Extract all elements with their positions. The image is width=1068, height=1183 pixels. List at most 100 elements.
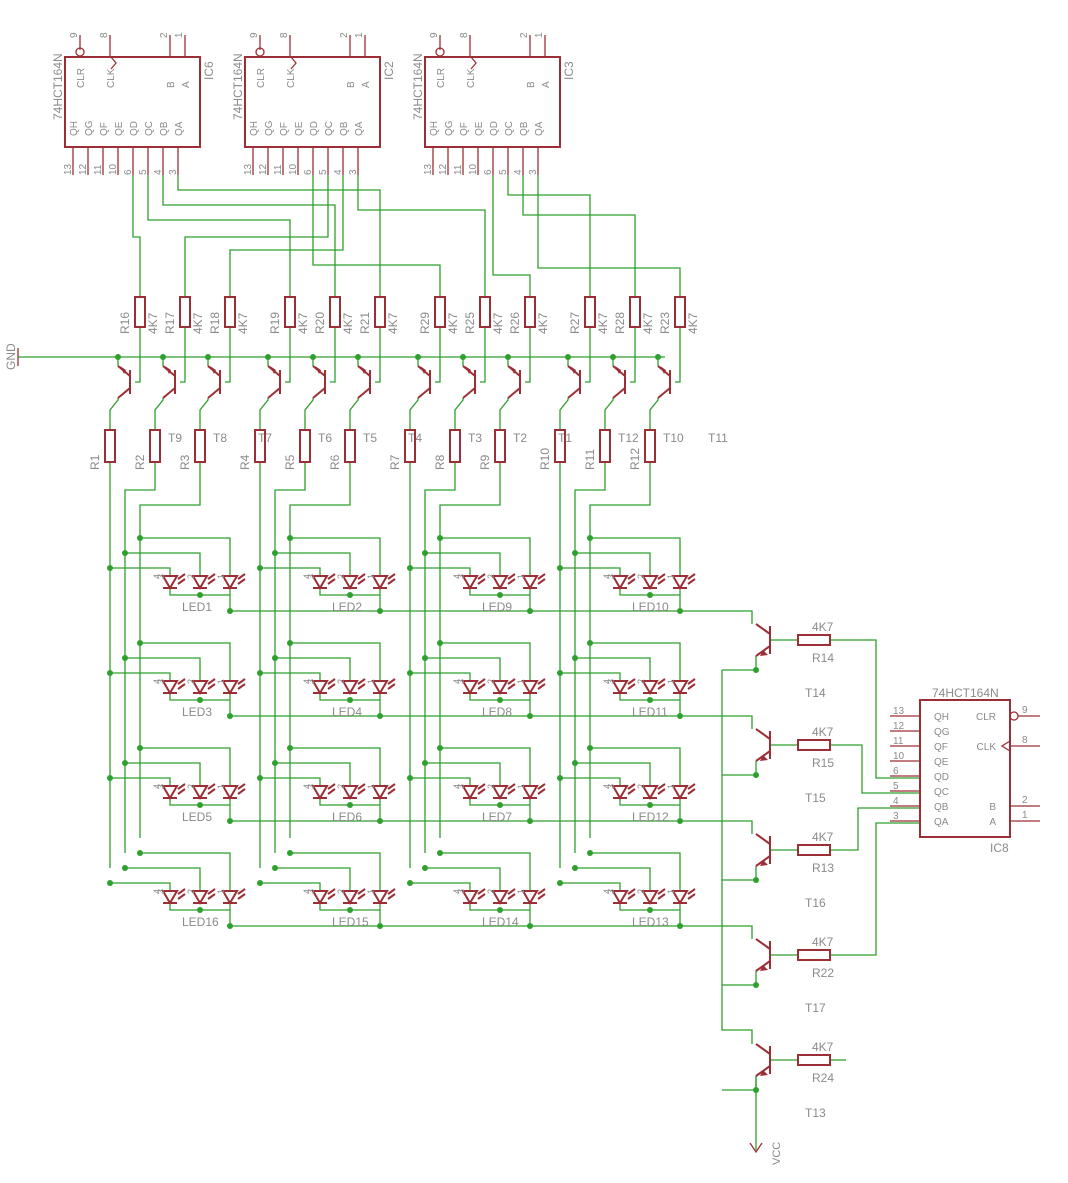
resistor-body [344,429,356,463]
resistor-reference: R20 [313,312,327,334]
led-emission-arrow [687,788,696,795]
junction-dot [527,818,533,824]
transistor-collector [507,387,521,399]
led-pin-number: 1 [216,679,226,684]
led-emission-arrow [537,683,546,690]
pin-label: B [526,81,537,88]
column-transistor [462,365,476,399]
junction-dot [422,865,428,871]
emitter-arrow [420,366,426,374]
pin-number: 12 [893,721,905,732]
led-emission-arrow [177,893,186,900]
junction-dot [565,354,571,360]
led-triangle [461,890,479,905]
base-wire [375,327,381,383]
led-anode-wire [290,747,381,786]
junction-dot [137,745,143,751]
led-triangle [161,680,179,695]
junction-dot [497,592,503,598]
led-reference: LED7 [482,810,512,824]
led-emission-arrow [207,578,216,585]
led-anode-wire [275,762,351,786]
led-anode-wire [560,567,621,576]
base-wire [480,327,486,383]
led-reference: LED13 [632,915,669,929]
led-pin-number: 4 [152,679,162,684]
led-emission-arrow [177,678,186,685]
led-anode-wire [440,642,531,681]
led-anode-wire [440,747,531,786]
junction-dot [272,760,278,766]
transistor-collector [755,728,771,740]
dots-layer [107,354,759,1093]
junction-dot [265,354,271,360]
led-pin-number: 1 [666,784,676,789]
led-triangle [371,785,389,800]
column-resistor: R6 [328,429,356,470]
led-triangle [161,890,179,905]
led-pin-number: 3 [456,679,466,684]
led-emission-arrow [657,888,666,895]
pin-number: 11 [453,164,464,175]
pin-number: 8 [99,32,110,38]
led-pin-number: 3 [156,574,166,579]
row-line [230,715,753,729]
transistor-reference: T2 [513,431,527,445]
led-pin-number: 3 [306,889,316,894]
pin-label: QA [534,121,545,136]
pin-label: QH [249,121,260,136]
led-triangle [611,575,629,590]
led-pin-number: 3 [606,784,616,789]
row-line [230,925,753,939]
led-reference: LED4 [332,705,362,719]
transistor-reference: T14 [805,686,826,700]
led-emission-arrow [177,783,186,790]
led-pin-number: 4 [452,784,462,789]
junction-dot [572,550,578,556]
led-pin-number: 3 [456,889,466,894]
led-anode-wire [125,552,201,576]
shift-register-ic: 9CLR8CLK2B1AQH13QG12QF11QE10QD6QC5QB4QA3… [231,32,396,175]
base-wire [285,327,291,383]
resistor-value: 4K7 [236,312,250,334]
led-triangle [161,575,179,590]
resistor-reference: R6 [328,454,342,470]
collector-wire [304,398,314,430]
collector-wire [559,398,569,430]
junction-dot [107,670,113,676]
column-resistor: R9 [478,429,506,470]
emitter-wire [722,1076,757,1091]
transistor-collector [755,833,771,845]
pin-number: 13 [63,163,74,175]
led-pin-number: 2 [636,574,646,579]
transistor-reference: T17 [805,1001,826,1015]
led-emission-arrow [507,888,516,895]
led-triangle [341,680,359,695]
led-triangle [521,680,539,695]
base-wire [180,327,186,383]
led-pin-number: 1 [666,889,676,894]
pin-number: 12 [78,163,89,175]
resistor-reference: R2 [133,454,147,470]
led-emission-arrow [627,683,636,690]
emitter-arrow [760,965,768,971]
column-resistor: R1 [88,429,116,470]
resistor-body [554,429,566,463]
transistor-reference: T5 [363,431,377,445]
pin-label: CLK [466,68,477,88]
junction-dot [437,535,443,541]
led-emission-arrow [627,888,636,895]
pin-label: QG [934,727,950,738]
transistor-collector [567,387,581,399]
pin-number: 13 [243,163,254,175]
resistor-reference: R22 [812,966,834,980]
pin-number: 2 [159,32,170,38]
led-triangle [671,680,689,695]
led-emission-arrow [537,788,546,795]
